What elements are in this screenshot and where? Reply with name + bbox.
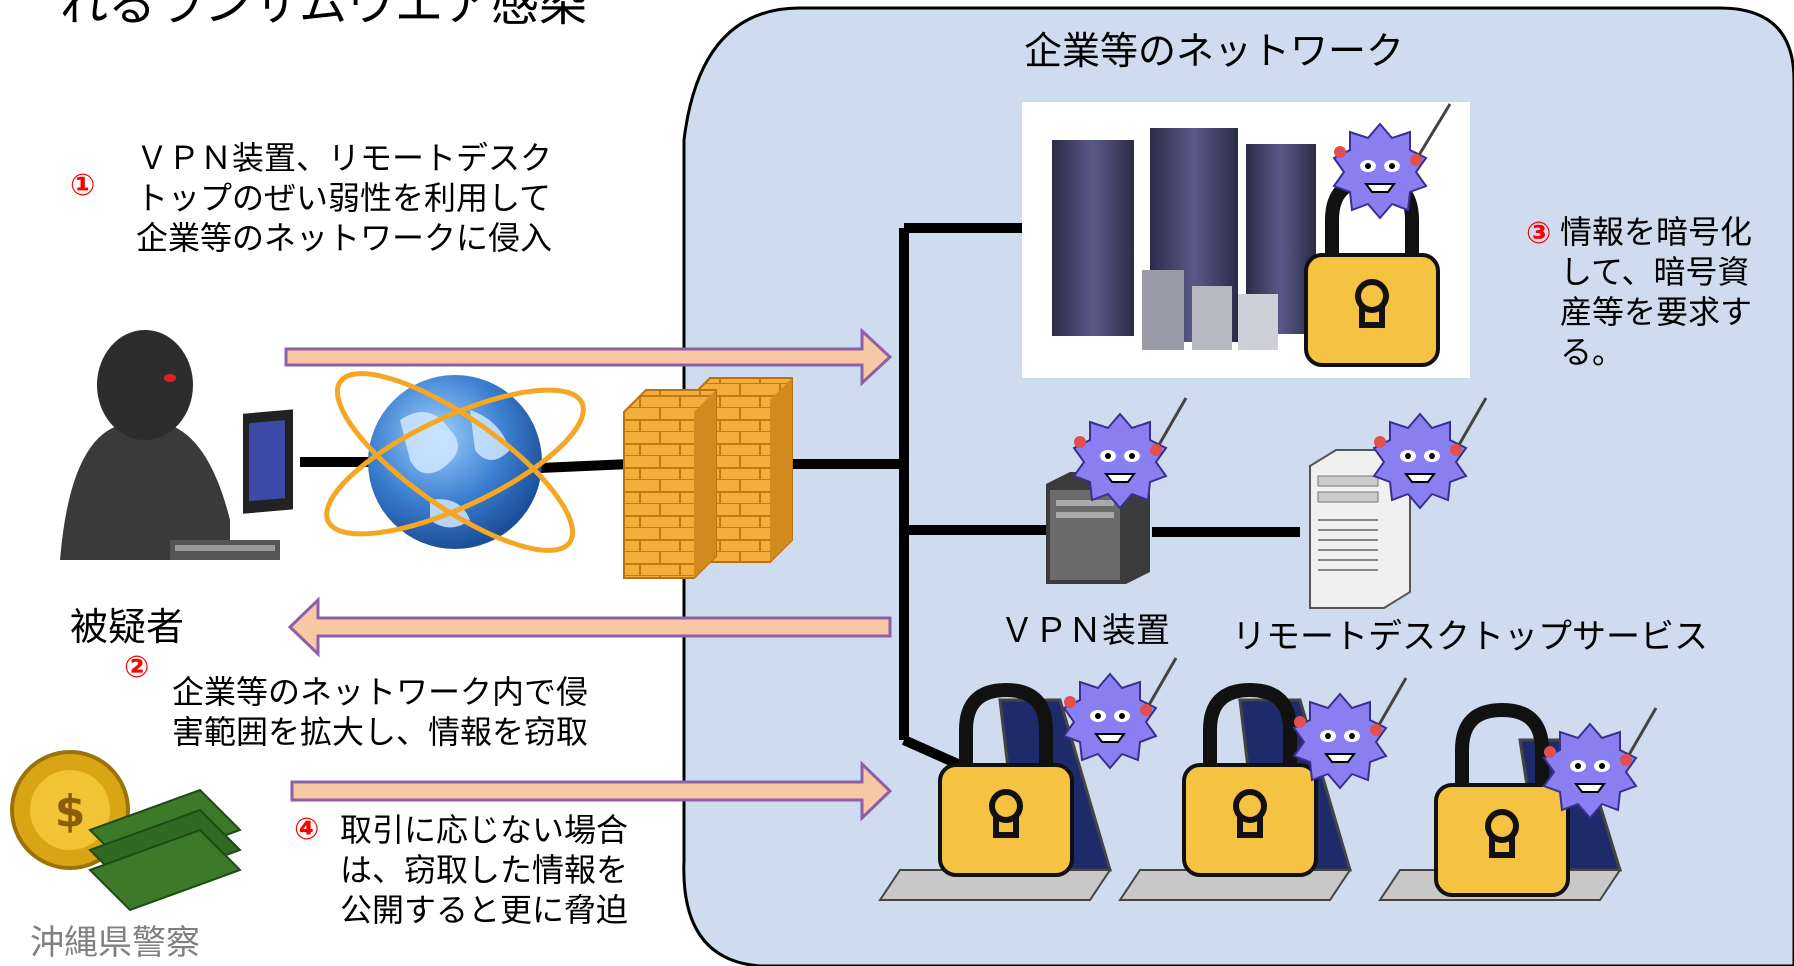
vpn-label: ＶＰＮ装置 [1000,611,1170,651]
step-number-3: ③ [1526,216,1552,251]
step-number-2: ② [124,650,150,685]
page-title: れるランサムウエア感染 [60,0,588,32]
virus-icon [1542,707,1658,820]
step-number-4: ④ [294,812,320,847]
firewall-icon [623,377,793,579]
credit-label: 沖縄県警察 [30,923,200,963]
money-icon: $ [10,750,242,912]
virus-icon [1062,657,1178,770]
globe-icon [324,371,586,553]
money-symbol: $ [55,786,86,837]
lock-icon [1304,172,1440,367]
network-label: 企業等のネットワーク [1024,29,1405,73]
virus-icon [1072,397,1188,510]
step-text-4: 取引に応じない場合 は、窃取した情報を 公開すると更に脅迫 [340,811,629,929]
arrow-threat [290,760,893,822]
virus-icon [1332,103,1452,220]
lock-icon [938,682,1074,877]
lock-icon [1434,702,1570,897]
arrow-exfiltration [287,596,892,658]
step-text-1: ＶＰＮ装置、リモートデスク トップのぜい弱性を利用して 企業等のネットワークに侵… [136,139,553,257]
remote-desktop-server-icon [1309,449,1411,609]
step-text-3: 情報を暗号化 して、暗号資 産等を要求す る。 [1560,213,1753,371]
network-lines [300,223,1300,770]
virus-icon [1372,397,1488,510]
suspect-label: 被疑者 [70,605,185,649]
virus-icon [1292,677,1408,790]
hacker-icon [60,330,293,560]
step-number-1: ① [70,168,96,203]
lock-icon [1182,682,1318,877]
arrow-intrusion [284,327,893,387]
remote-desktop-label: リモートデスクトップサービス [1232,617,1708,657]
step-text-2: 企業等のネットワーク内で侵 害範囲を拡大し、情報を窃取 [172,673,589,751]
